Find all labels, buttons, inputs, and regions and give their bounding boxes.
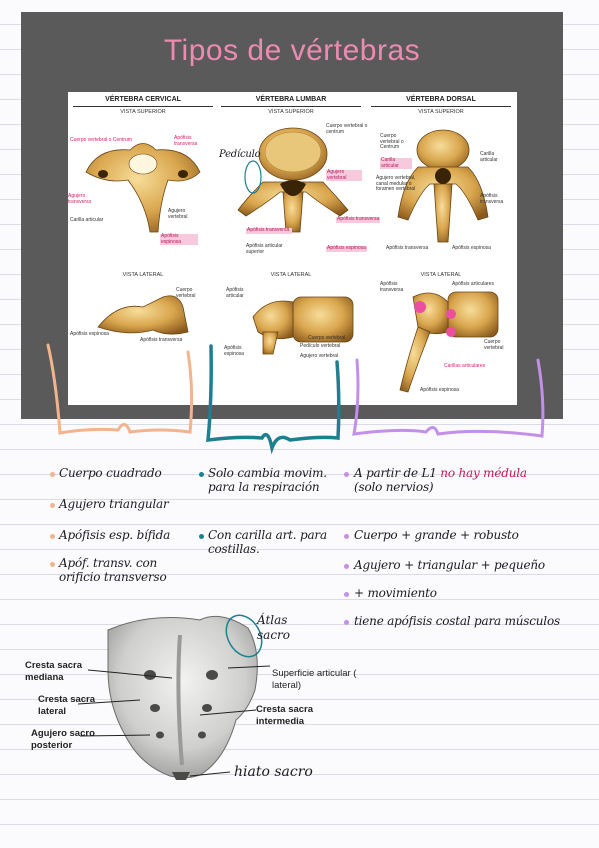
cervical-top-bone — [85, 143, 201, 233]
dorsal-side-bone — [399, 291, 499, 393]
note-dorsal-suffix: (solo nervios) — [354, 480, 434, 494]
note-dorsal-4: + movimiento — [354, 586, 437, 600]
note-dorsal-1: A partir de L1 no hay médula (solo nervi… — [354, 466, 584, 494]
sacrum-hand-hiatus: hiato sacro — [234, 764, 313, 780]
note-dorsal-2: Cuerpo + grande + robusto — [354, 528, 519, 542]
lumbar-top-bone — [237, 127, 349, 233]
label: Apófisis espinosa — [452, 245, 491, 251]
label: Apófisis transversa — [336, 216, 381, 223]
dorsal-heading: VÉRTEBRA DORSAL — [406, 96, 476, 103]
view-heading: VISTA LATERAL — [420, 272, 462, 278]
label: Agujero vertebral — [300, 353, 339, 359]
bullet — [344, 534, 349, 539]
sacrum-label-intermediate-crest: Cresta sacra intermedia — [256, 704, 314, 727]
dorsal-top-bone — [397, 129, 489, 243]
sacrum-hand-atlas: Átlas sacro — [257, 613, 290, 642]
label: Apófisis espinosa — [420, 387, 459, 393]
vertebrae-figure: VÉRTEBRA CERVICAL VÉRTEBRA LUMBAR VÉRTEB… — [68, 92, 517, 405]
slide-title: Tipos de vértebras — [163, 34, 421, 67]
bullet — [50, 472, 55, 477]
lumbar-bracket — [206, 344, 341, 455]
bullet — [50, 503, 55, 508]
label: Pedículo vertebral — [300, 343, 341, 349]
bullet — [344, 564, 349, 569]
note-dorsal-3: Agujero + triangular + pequeño — [354, 558, 545, 572]
label: Agujero vertebral — [326, 169, 362, 181]
bullet — [344, 592, 349, 597]
label: Apófisis transversa — [380, 281, 404, 293]
bullet — [199, 472, 204, 477]
label: Cuerpo vertebral o Centrum — [380, 133, 404, 150]
cervical-side-bone — [97, 295, 189, 335]
vertebrae-illustrations — [85, 127, 499, 393]
bullet — [199, 534, 204, 539]
label: Apófisis articulares — [452, 281, 494, 287]
sacrum-label-lateral-crest: Cresta sacra lateral — [38, 694, 96, 717]
note-dorsal-prefix: A partir de L1 — [354, 466, 437, 480]
label: Carilla articular — [480, 151, 498, 163]
sacrum-figure — [77, 614, 271, 780]
brackets — [46, 343, 545, 455]
bullet — [50, 534, 55, 539]
slide: Tipos de vértebras VÉRTEBRA CERVICAL VÉR… — [21, 12, 563, 419]
bullet — [50, 562, 55, 567]
label: Apófisis espinosa — [326, 245, 367, 252]
label: Apófisis articular — [226, 287, 244, 299]
note-lumbar-1: Solo cambia movim. para la respiración — [208, 466, 327, 494]
note-dorsal-highlight: no hay médula — [440, 466, 527, 480]
divider — [73, 106, 213, 107]
note-cervical-4: Apóf. transv. con orificio transverso — [59, 556, 167, 584]
label: Apófisis transversa — [386, 245, 429, 251]
label: Cuerpo vertebral — [484, 339, 504, 351]
label: Apófisis transversa — [480, 193, 504, 205]
view-heading: VISTA SUPERIOR — [268, 109, 314, 115]
sacrum-label-articular-surface: Superficie articular ( lateral) — [272, 668, 357, 691]
cervical-heading: VÉRTEBRA CERVICAL — [105, 96, 181, 103]
note-lumbar-2: Con carilla art. para costillas. — [208, 528, 327, 556]
label: Apófisis articular superior — [246, 243, 283, 255]
label: Apófisis espinosa — [70, 331, 109, 337]
lumbar-heading: VÉRTEBRA LUMBAR — [255, 96, 327, 103]
view-heading: VISTA LATERAL — [122, 272, 164, 278]
pedicle-circle — [244, 160, 262, 194]
note-cervical-2: Agujero triangular — [59, 497, 169, 511]
label: Cuerpo vertebral — [176, 287, 196, 299]
label: Cuerpo vertebral — [308, 335, 346, 341]
lumbar-side-bone — [252, 296, 354, 355]
label: Carilla articular — [380, 157, 412, 169]
sacrum-label-median-crest: Cresta sacra mediana — [25, 660, 83, 683]
pedicle-handwritten: Pedículo — [219, 149, 261, 160]
divider — [221, 106, 361, 107]
note-cervical-1: Cuerpo cuadrado — [59, 466, 162, 480]
label: Apófisis transversa — [140, 337, 183, 343]
bullet — [344, 620, 349, 625]
note-dorsal-5: tiene apófisis costal para músculos — [354, 614, 560, 628]
label: Agujero transverso — [68, 193, 92, 205]
label: Apófisis transversa — [246, 227, 292, 234]
label: Apófisis espinosa — [224, 345, 245, 357]
dorsal-bracket — [352, 358, 545, 438]
label: Cuerpo vertebral o centrum — [326, 123, 368, 135]
sacrum-label-posterior-foramen: Agujero sacro posterior — [31, 728, 95, 751]
view-heading: VISTA SUPERIOR — [418, 109, 464, 115]
divider — [371, 106, 511, 107]
label: Carillas articulares — [444, 363, 486, 369]
view-heading: VISTA LATERAL — [270, 272, 312, 278]
label: Cuerpo vertebral o Centrum — [70, 137, 132, 143]
label: Carilla articular — [70, 217, 104, 223]
label: Agujero vertebral, canal medular o foram… — [376, 175, 416, 192]
cervical-bracket — [46, 343, 194, 435]
view-heading: VISTA SUPERIOR — [120, 109, 166, 115]
label: Agujero vertebral — [168, 208, 188, 220]
label: Apófisis espinosa — [160, 233, 198, 245]
label: Apófisis transversa — [174, 135, 198, 147]
note-cervical-3: Apófisis esp. bífida — [59, 528, 171, 542]
bullet — [344, 472, 349, 477]
